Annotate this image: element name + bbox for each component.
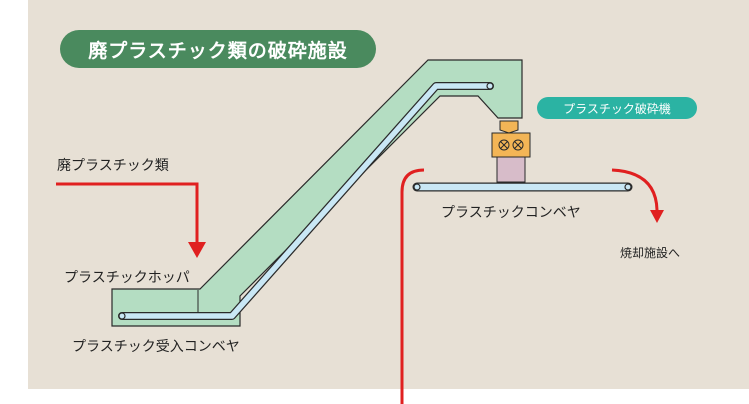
vertical-flow-line bbox=[400, 168, 425, 404]
lower-belt-pulley bbox=[118, 312, 126, 320]
page-title: 廃プラスチック類の破砕施設 bbox=[60, 30, 376, 68]
crusher-machine bbox=[491, 120, 531, 183]
receiving-conveyor-label: プラスチック受入コンベヤ bbox=[72, 339, 240, 355]
upper-belt-pulley bbox=[486, 82, 494, 90]
crusher-body bbox=[491, 132, 531, 158]
incinerator-label: 焼却施設へ bbox=[620, 246, 681, 260]
output-flow-arrow bbox=[611, 168, 659, 211]
conveyor-label: プラスチックコンベヤ bbox=[441, 205, 581, 221]
crusher-rotor-icon bbox=[498, 139, 524, 151]
crusher-outlet bbox=[496, 156, 526, 183]
crusher-label-badge: プラスチック破砕機 bbox=[537, 97, 697, 119]
hopper-label: プラスチックホッパ bbox=[64, 270, 190, 286]
input-flow-arrow bbox=[56, 182, 199, 248]
inclined-conveyor-body bbox=[111, 59, 523, 327]
input-label: 廃プラスチック類 bbox=[57, 158, 169, 174]
